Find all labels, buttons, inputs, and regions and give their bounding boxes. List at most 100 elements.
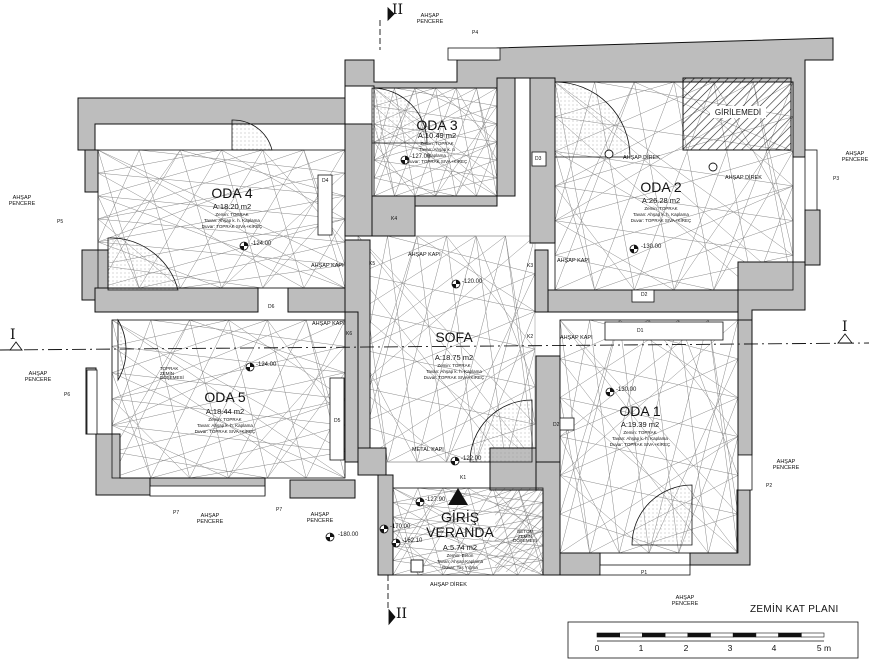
wall-right-lower xyxy=(737,319,753,456)
window-note-p7a: AHŞAP PENCERE xyxy=(196,513,224,525)
wall-sofa-bottom-left xyxy=(357,447,387,476)
room-ceiling-oda4: Tavan: Ahşap k. h. Kaplama xyxy=(204,218,260,223)
room-area-oda3: A:10.49 m2 xyxy=(417,131,457,140)
pillar-note-2: AHŞAP DİREK xyxy=(725,175,762,181)
wall-oda3-right xyxy=(496,77,516,197)
room-ceiling-oda3: Tavan: Ahşap k. ü xyxy=(419,147,455,152)
room-name-oda3: ODA 3 xyxy=(416,117,458,133)
room-floor-oda4: Zemin: TOPRAK xyxy=(215,212,249,217)
veranda-concrete xyxy=(495,488,543,572)
tag-d2b: D2 xyxy=(553,422,560,428)
wall-right-top xyxy=(804,209,821,266)
tag-p7a: P7 xyxy=(173,510,180,516)
room-area-veranda: A:5.74 m2 xyxy=(442,543,478,552)
room-name-oda5: ODA 5 xyxy=(204,389,246,405)
room-ceiling-oda1: Tavan: Ahşap k. h. Kaplama xyxy=(612,436,668,441)
wall-oda4-oda5-b xyxy=(287,287,346,313)
scale-label-5: 5 m xyxy=(816,643,832,653)
room-area-oda2: A:26.28 m2 xyxy=(641,196,681,205)
room-floor-veranda: Zemin: Beton xyxy=(446,553,474,558)
tag-k6: K6 xyxy=(346,331,353,337)
tag-k1: K1 xyxy=(460,475,467,481)
elev-veranda-step2: -162.10 xyxy=(402,538,423,544)
room-area-oda5: A:18.44 m2 xyxy=(205,407,245,416)
tag-p7b: P7 xyxy=(276,507,283,513)
elev-oda1: -130.00 xyxy=(616,387,637,393)
tag-p1: P1 xyxy=(641,570,648,576)
tag-d3: D3 xyxy=(535,156,542,162)
section-mark-bottom: II xyxy=(396,606,408,622)
tag-k3: K3 xyxy=(527,263,534,269)
tag-p5: P5 xyxy=(57,219,64,225)
tag-d2a: D2 xyxy=(641,292,648,298)
room-floor-oda3: Zemin: TOPRAK xyxy=(420,141,454,146)
scale-label-0: 0 xyxy=(594,643,600,653)
room-wall-veranda: Duvar: Taş Yığma xyxy=(442,565,478,570)
door-note-k1: METAL KAPI xyxy=(412,447,444,453)
tag-d1: D1 xyxy=(637,328,644,334)
wall-bottom-sofa xyxy=(289,479,356,499)
room-ceiling2-oda3: Kaplama xyxy=(428,153,446,158)
elev-veranda: -127.90 xyxy=(425,497,446,503)
room-ceiling-veranda: Tavan: Ahşap Kaplama xyxy=(436,559,484,564)
elev-oda4: -124.00 xyxy=(251,241,272,247)
elev-metal-door: -122.00 xyxy=(461,456,482,462)
scale-label-3: 3 xyxy=(727,643,733,653)
section-mark-right: I xyxy=(842,319,848,335)
door-note-k3: AHŞAP KAPI xyxy=(557,258,590,264)
tag-k2: K2 xyxy=(527,334,534,340)
room-name-oda4: ODA 4 xyxy=(211,185,253,201)
tag-p2: P2 xyxy=(766,483,773,489)
room-floor-oda1: Zemin: TOPRAK xyxy=(623,430,657,435)
tag-p6: P6 xyxy=(64,392,71,398)
room-area-sofa: A:18.75 m2 xyxy=(434,353,474,362)
wall-oda3-bottom-right xyxy=(414,195,498,207)
room-area-oda1: A:19.39 m2 xyxy=(620,420,660,429)
wall-left-bottom xyxy=(95,433,151,496)
walls xyxy=(77,37,834,576)
scale-bar xyxy=(567,621,859,659)
tag-d4: D4 xyxy=(322,178,329,184)
room-wall-oda2: Duvar: TOPRAK SIVA+KİREÇ xyxy=(630,218,692,223)
tag-d6: D6 xyxy=(268,304,275,310)
tag-d5: D5 xyxy=(334,418,341,424)
door-note-k4: AHŞAP KAPI xyxy=(408,252,441,258)
window-note-p3: AHŞAP PENCERE xyxy=(841,151,869,163)
plan-title: ZEMİN KAT PLANI xyxy=(750,604,839,615)
wall-left-top xyxy=(78,149,99,193)
window-note-p4: AHŞAP PENCERE xyxy=(416,13,444,25)
elevation-markers xyxy=(239,155,639,548)
room-wall-sofa: Duvar: TOPRAK SIVA+KİREÇ xyxy=(423,375,485,380)
room-floor-oda5: Zemin: TOPRAK xyxy=(208,417,242,422)
elev-oda5: -124.00 xyxy=(256,362,277,368)
room-area-oda4: A:18.20 m2 xyxy=(212,202,252,211)
wall-right-bottom xyxy=(689,489,751,566)
concrete-floor-note: BETON ZEMİN DÖŞEMESİ xyxy=(513,529,537,543)
elev-sofa: -120.00 xyxy=(462,279,483,285)
tag-k5: K5 xyxy=(369,261,376,267)
toprak-floor-note: TOPRAK ZEMİN DÖŞEMESİ xyxy=(160,366,184,380)
window-note-p2: AHŞAP PENCERE xyxy=(772,459,800,471)
window-note-p1: AHŞAP PENCERE xyxy=(671,595,699,607)
unentered-label: GİRİLEMEDİ xyxy=(714,108,762,117)
window-note-p7b: AHŞAP PENCERE xyxy=(306,512,334,524)
room-floor-sofa: Zemin: TOPRAK xyxy=(437,363,471,368)
room-floor-oda2: Zemin: TOPRAK xyxy=(644,206,678,211)
wall-oda1-left xyxy=(535,355,561,463)
scale-label-1: 1 xyxy=(638,643,644,653)
door-swings xyxy=(107,81,693,546)
scale-label-4: 4 xyxy=(771,643,777,653)
room-wall-oda1: Duvar: TOPRAK SIVA+KİREÇ xyxy=(609,442,671,447)
tag-p3: P3 xyxy=(833,176,840,182)
elev-veranda-step: -170.00 xyxy=(390,524,411,530)
room-wall-oda5: Duvar: TOPRAK SIVA+KİREÇ xyxy=(194,429,256,434)
door-note-k2: AHŞAP KAPI xyxy=(560,335,593,341)
elev-oda3: -127.00 xyxy=(410,154,431,160)
room-wall-oda3: Duvar: TOPRAK SIVA+KİREÇ xyxy=(406,159,468,164)
room-ceiling-oda5: Tavan: Ahşap k. h. Kaplama xyxy=(197,423,253,428)
elev-oda2: -130.00 xyxy=(641,244,662,250)
tag-k4: K4 xyxy=(391,216,398,222)
pillar-note-3: AHŞAP DİREK xyxy=(430,582,467,588)
section-mark-left: I xyxy=(10,327,16,343)
